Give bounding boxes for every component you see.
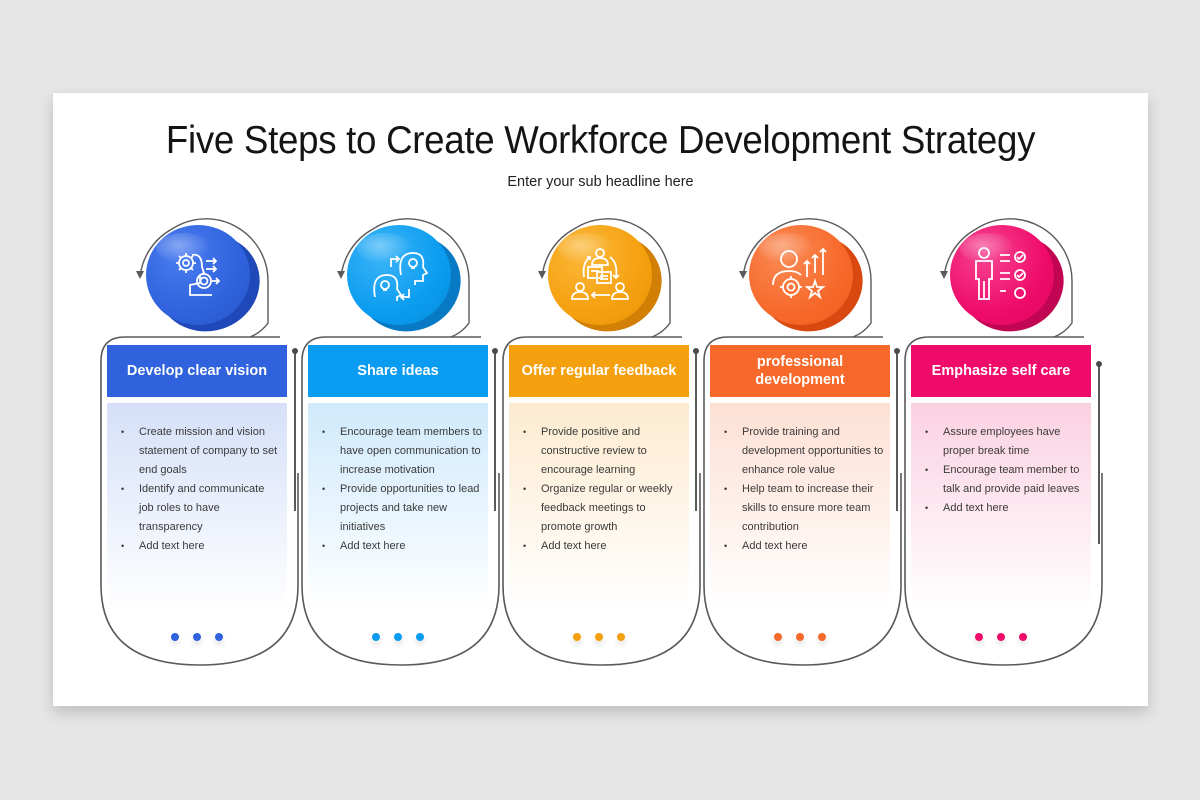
slide-subtitle: Enter your sub headline here bbox=[507, 174, 694, 190]
step-title: Emphasize self care bbox=[911, 345, 1091, 397]
step-body: Encourage team members to have open comm… bbox=[308, 403, 488, 663]
bullet-item: Help team to increase their skills to en… bbox=[724, 480, 884, 537]
step-title: Share ideas bbox=[308, 345, 488, 397]
bullet-item: Encourage team member to talk and provid… bbox=[925, 461, 1085, 499]
pagination-dots bbox=[509, 633, 689, 641]
step-1: Develop clear vision Create mission and … bbox=[100, 213, 300, 673]
dot bbox=[595, 633, 603, 641]
dot bbox=[1019, 633, 1027, 641]
dot bbox=[193, 633, 201, 641]
bullet-list: Assure employees have proper break time … bbox=[925, 423, 1085, 518]
pagination-dots bbox=[911, 633, 1091, 641]
dot bbox=[975, 633, 983, 641]
step-title: Offer regular feedback bbox=[509, 345, 689, 397]
bullet-list: Create mission and vision statement of c… bbox=[121, 423, 281, 556]
step-3: Offer regular feedback Provide positive … bbox=[502, 213, 702, 673]
bullet-item: Add text here bbox=[523, 537, 683, 556]
pagination-dots bbox=[710, 633, 890, 641]
dot bbox=[573, 633, 581, 641]
bullet-item: Organize regular or weekly feedback meet… bbox=[523, 480, 683, 537]
slide-title: Five Steps to Create Workforce Developme… bbox=[165, 119, 1036, 162]
dot bbox=[171, 633, 179, 641]
step-icon-badge bbox=[947, 221, 1077, 345]
step-icon-badge bbox=[344, 221, 474, 345]
dot bbox=[372, 633, 380, 641]
bullet-item: Create mission and vision statement of c… bbox=[121, 423, 281, 480]
step-body: Provide training and development opportu… bbox=[710, 403, 890, 663]
dot bbox=[997, 633, 1005, 641]
step-5: Emphasize self care Assure employees hav… bbox=[904, 213, 1104, 673]
bullet-item: Assure employees have proper break time bbox=[925, 423, 1085, 461]
bullet-item: Add text here bbox=[121, 537, 281, 556]
bullet-item: Add text here bbox=[925, 499, 1085, 518]
bullet-item: Encourage team members to have open comm… bbox=[322, 423, 482, 480]
slide: Five Steps to Create Workforce Developme… bbox=[53, 93, 1148, 706]
step-4: professional development Provide trainin… bbox=[703, 213, 903, 673]
step-body: Create mission and vision statement of c… bbox=[107, 403, 287, 663]
step-body: Provide positive and constructive review… bbox=[509, 403, 689, 663]
pagination-dots bbox=[308, 633, 488, 641]
bullet-item: Provide training and development opportu… bbox=[724, 423, 884, 480]
pagination-dots bbox=[107, 633, 287, 641]
step-icon-badge bbox=[545, 221, 675, 345]
person-gear-growth-star-icon bbox=[772, 247, 827, 300]
dot bbox=[394, 633, 402, 641]
bullet-item: Add text here bbox=[322, 537, 482, 556]
person-checklist-icon bbox=[975, 247, 1026, 300]
dot bbox=[796, 633, 804, 641]
dot bbox=[416, 633, 424, 641]
step-icon-badge bbox=[746, 221, 876, 345]
bullet-item: Add text here bbox=[724, 537, 884, 556]
bullet-item: Provide positive and constructive review… bbox=[523, 423, 683, 480]
head-gear-magnifier-icon bbox=[176, 253, 221, 296]
heads-lightbulb-exchange-icon bbox=[373, 252, 429, 301]
step-title: professional development bbox=[710, 345, 890, 397]
dot bbox=[818, 633, 826, 641]
bullet-list: Encourage team members to have open comm… bbox=[322, 423, 482, 556]
step-title: Develop clear vision bbox=[107, 345, 287, 397]
bullet-list: Provide positive and constructive review… bbox=[523, 423, 683, 556]
dot bbox=[774, 633, 782, 641]
step-2: Share ideas Encourage team members to ha… bbox=[301, 213, 501, 673]
step-body: Assure employees have proper break time … bbox=[911, 403, 1091, 663]
dot bbox=[617, 633, 625, 641]
step-icon-badge bbox=[143, 221, 273, 345]
dot bbox=[215, 633, 223, 641]
team-chat-cycle-icon bbox=[571, 248, 629, 300]
bullet-item: Identify and communicate job roles to ha… bbox=[121, 480, 281, 537]
bullet-list: Provide training and development opportu… bbox=[724, 423, 884, 556]
bullet-item: Provide opportunities to lead projects a… bbox=[322, 480, 482, 537]
